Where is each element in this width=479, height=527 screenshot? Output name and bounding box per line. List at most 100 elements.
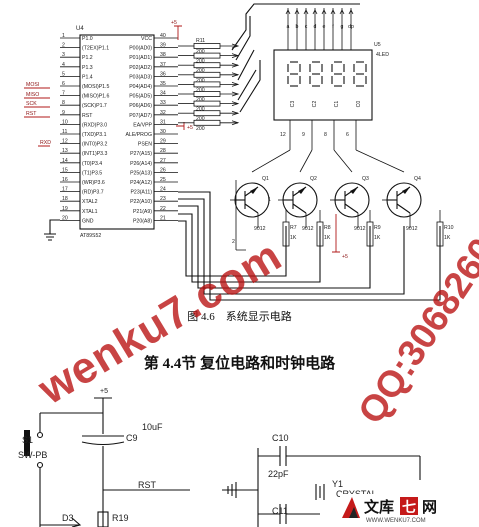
mcu-right-pin-number: 38: [160, 52, 166, 58]
logo-url: WWW.WENKU7.COM: [366, 518, 426, 524]
mcu-left-pin-name: (INT1)P3.3: [82, 151, 107, 157]
mcu-left-pin-name: (T0)P3.4: [82, 161, 102, 167]
pushbutton-icon[interactable]: [24, 430, 30, 456]
mcu-right-pin-name: P20(A8): [133, 218, 152, 224]
mcu-left-pin-number: 10: [62, 119, 68, 125]
left-nets: MOSI MISO SCK RST RXD: [24, 82, 60, 241]
digit-cell: C0 6: [346, 61, 405, 173]
crystal-ref: Y1: [332, 479, 343, 489]
mcu-left-pin-number: 2: [62, 43, 65, 49]
base-resistor-ref: R7: [290, 225, 297, 231]
mcu-right-pin-name: P27(A15): [130, 151, 152, 157]
switch-ref: S1: [22, 435, 33, 445]
mcu-left-pin-number: 1: [62, 33, 65, 39]
q1-pin2: 2: [232, 239, 235, 245]
mcu-left-pin-number: 17: [62, 187, 68, 193]
mcu-right-pin-number: 32: [160, 110, 166, 116]
net-rxd: RXD: [40, 140, 51, 146]
base-resistor-value: 1K: [374, 235, 381, 241]
segment-pin-label: g: [341, 24, 344, 30]
segment-pin-label: dp: [348, 24, 354, 30]
mcu-right-pin-number: 23: [160, 196, 166, 202]
cap-c9-ref: C9: [126, 433, 138, 443]
mcu-right-pin-number: 30: [160, 129, 166, 135]
transistor-ref: Q2: [310, 176, 317, 182]
digit-label: C2: [312, 101, 318, 108]
mcu-right-pin-name: EA/VPP: [133, 122, 152, 128]
transistor-ref: Q1: [262, 176, 269, 182]
base-resistor-value: 1K: [290, 235, 297, 241]
mcu-left-pin-name: P1.4: [82, 74, 93, 80]
mcu-left-pin-name: P1.0: [82, 36, 93, 42]
transistor-part: 9012: [254, 226, 266, 232]
mcu-right-pin-name: P04(AD4): [129, 84, 152, 90]
mcu-right-pin-number: 37: [160, 62, 166, 68]
mcu-right-pin-number: 24: [160, 187, 166, 193]
transistor-part: 9012: [354, 226, 366, 232]
vcc-transistor-label: +5: [342, 254, 348, 260]
segment-pin-label: f: [332, 24, 334, 30]
mcu-left-pin-name: (MISO)P1.6: [82, 94, 109, 100]
resistor-value: 200: [196, 116, 205, 122]
resistor-value: 200: [196, 107, 205, 113]
resistor: [193, 43, 221, 49]
mcu-left-pin-name: XTAL2: [82, 199, 98, 205]
display-ref: U5: [374, 42, 381, 48]
mcu-left-pin-number: 20: [62, 215, 68, 221]
digit-cell: C18: [324, 61, 353, 173]
mcu-left-pin-name: (SCK)P1.7: [82, 103, 107, 109]
mcu-left-pin-number: 14: [62, 158, 68, 164]
resistor-value: 200: [196, 126, 205, 132]
transistor-part: 9012: [406, 226, 418, 232]
mcu-right-pin-name: P05(AD5): [129, 94, 152, 100]
mcu-right-pin-name: P00(AD0): [129, 46, 152, 52]
diode-ref: D3: [62, 513, 74, 523]
mcu-right-pin-number: 25: [160, 177, 166, 183]
digit-pin-number: 6: [346, 132, 349, 138]
mcu-part: AT89S52: [80, 233, 101, 239]
mcu-left-pin-number: 11: [62, 129, 67, 135]
mcu-left-pin-name: P1.2: [82, 55, 93, 61]
mcu-right-pin-name: P25(A13): [130, 170, 152, 176]
mcu-right-pin-number: 33: [160, 100, 166, 106]
transistor-part: 9012: [302, 226, 314, 232]
mcu-right-pin-number: 22: [160, 206, 166, 212]
mcu-left-pin-number: 9: [62, 110, 65, 116]
mcu-left-pin-name: (WR)P3.6: [82, 180, 105, 186]
mcu-left-pin-name: P1.3: [82, 65, 93, 71]
mcu-left-pin-name: (T2EX)P1.1: [82, 46, 109, 52]
mcu-right-pin-number: 27: [160, 158, 166, 164]
segment-pin-label: c: [305, 24, 308, 30]
mcu-left-pin-name: (TXD)P3.1: [82, 132, 107, 138]
mcu-left-pin-number: 12: [62, 139, 68, 145]
resistor-value: 200: [196, 87, 205, 93]
section-heading: 第 4.4节 复位电路和时钟电路: [143, 356, 336, 372]
mcu-left-pin-number: 5: [62, 71, 65, 77]
net-rst: RST: [26, 111, 37, 117]
segment-pin-label: b: [296, 24, 299, 30]
digit-label: C0: [356, 101, 362, 108]
reset-net-label: RST: [138, 480, 157, 490]
digit-label: C3: [290, 101, 296, 108]
mcu-right-pin-number: 26: [160, 167, 166, 173]
vcc-ea-label: +5: [187, 125, 193, 131]
mcu-left-pin-number: 18: [62, 196, 68, 202]
wenku7-logo[interactable]: 文库 七 网 WWW.WENKU7.COM: [340, 494, 476, 524]
mcu-left-pin-number: 4: [62, 62, 65, 68]
crystal-icon: [315, 484, 325, 500]
cap-c11-ref: C11: [272, 506, 288, 516]
mcu-right-pin-name: PSEN: [138, 142, 152, 148]
pnp-transistor: Q1 9012 R7 1K: [230, 176, 297, 247]
mcu-left-pin-name: XTAL1: [82, 209, 98, 215]
ground-icon: [44, 233, 56, 241]
net-sck: SCK: [26, 101, 37, 107]
mcu-right-pin-number: 29: [160, 139, 166, 145]
mcu-right-pin-number: 35: [160, 81, 166, 87]
mcu-right-pin-number: 40: [160, 33, 166, 39]
digit-cell: C29: [299, 61, 323, 173]
mcu-right-pin-number: 21: [160, 215, 166, 221]
